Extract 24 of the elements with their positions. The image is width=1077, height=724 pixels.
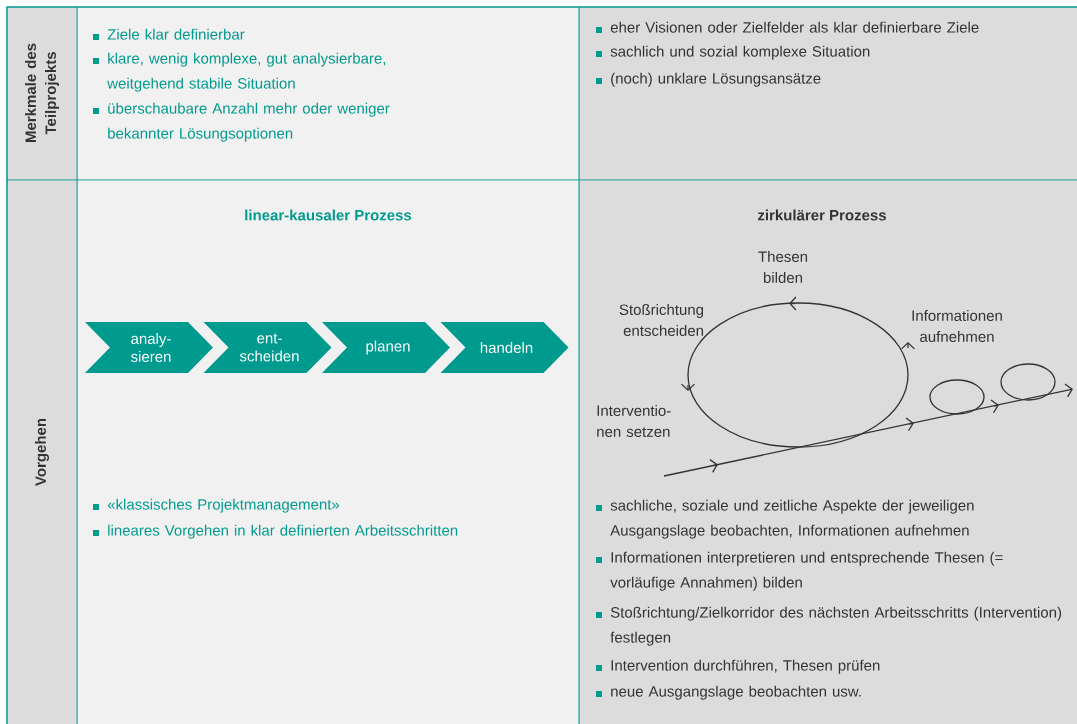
row-header: Merkmale des Teilprojekts xyxy=(25,43,59,143)
bullet-item: lineares Vorgehen in klar definierten Arbeitsschritten xyxy=(93,524,458,539)
bullet-item: Stoßrichtung/Zielkorridor des nächsten Arbeitsschritts (Intervention) festlegen xyxy=(596,606,1062,646)
bullet-item: (noch) unklare Lösungsansätze xyxy=(596,72,821,87)
process-step: handeln xyxy=(440,322,569,373)
bullet-item: überschaubare Anzahl mehr oder weniger bekannter Lösungsoptionen xyxy=(93,102,390,142)
column-heading: zirkulärer Prozess xyxy=(758,209,886,221)
bullet-item: eher Visionen oder Zielfelder als klar definierbare Ziele xyxy=(596,21,979,33)
column-heading: linear-kausaler Prozess xyxy=(245,209,412,221)
process-step: ent- scheiden xyxy=(203,322,332,373)
bullet-item: «klassisches Projektmanagement» xyxy=(93,498,340,513)
bullet-item: sachlich und sozial komplexe Situation xyxy=(596,45,870,60)
step-label: Stoßrichtung entscheiden xyxy=(619,304,704,336)
step-label: Interventio- nen setzen xyxy=(597,405,671,437)
bullet-item: Informationen interpretieren und entsprechende Thesen (= vorläufige Annahmen) bilden xyxy=(596,551,1003,591)
row-header: Vorgehen xyxy=(35,418,50,486)
step-label: Informationen aufnehmen xyxy=(912,310,1002,342)
step-label: Thesen bilden xyxy=(758,251,808,283)
process-step: planen xyxy=(322,322,450,373)
bullet-item: Intervention durchführen, Thesen prüfen xyxy=(596,659,880,674)
process-step: analy- sieren xyxy=(85,322,213,373)
bullet-item: neue Ausgangslage beobachten usw. xyxy=(596,685,861,700)
bullet-item: sachliche, soziale und zeitliche Aspekte der jeweiligen Ausgangslage beobachten, Informationen aufnehmen xyxy=(596,499,974,539)
bullet-item: Ziele klar definierbar xyxy=(93,28,245,40)
